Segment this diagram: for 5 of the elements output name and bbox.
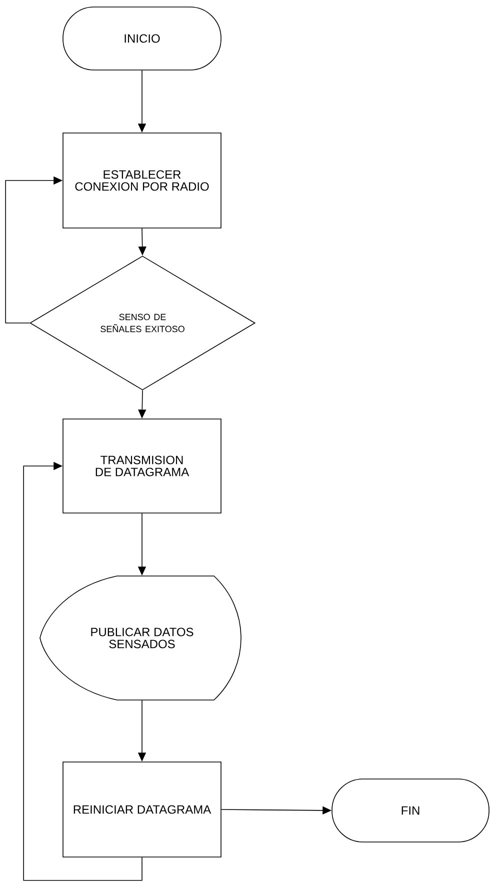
process-box: ESTABLECER CONEXION POR RADIO (62, 132, 222, 228)
process-box: REINICIAR DATAGRAMA (62, 762, 222, 858)
display-shape: PUBLICAR DATOS SENSADOS (40, 576, 242, 700)
process-box: TRANSMISION DE DATAGRAMA (62, 418, 222, 514)
arrow (23, 462, 142, 881)
